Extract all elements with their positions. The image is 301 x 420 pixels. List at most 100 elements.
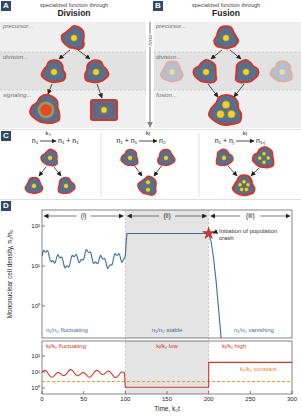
nucleus	[243, 69, 250, 76]
reaction-term: n₁	[32, 137, 38, 145]
axis-label: Time, k₀t	[154, 405, 180, 412]
cell-membrane	[121, 149, 138, 165]
panel-letter-text: A	[3, 1, 9, 10]
cell	[58, 177, 75, 193]
crash-star	[203, 227, 215, 238]
tick	[42, 356, 45, 357]
tick-label: 10¹	[31, 263, 40, 270]
nucleus	[93, 69, 100, 76]
curve-annotation: n₁/n₀ vanishing	[234, 327, 274, 334]
nucleus	[228, 110, 236, 118]
reaction-term: n₂	[159, 137, 166, 145]
nucleus	[262, 152, 266, 156]
panel-title: Division	[57, 9, 90, 18]
nucleus	[64, 184, 69, 189]
cell-membrane	[209, 95, 241, 125]
nucleus	[246, 183, 250, 187]
density-curve	[42, 233, 226, 338]
cell-membrane	[42, 60, 66, 82]
nucleus	[240, 187, 244, 191]
arrow	[139, 141, 157, 142]
phase-arrow	[175, 216, 207, 217]
row-band	[0, 52, 146, 90]
cell-membrane	[41, 149, 57, 166]
row-divider	[0, 52, 146, 53]
nucleus	[51, 69, 58, 76]
phase-arrow	[44, 216, 77, 217]
tick	[42, 266, 45, 267]
tick-label: 10⁰	[31, 303, 40, 310]
tick	[250, 391, 251, 394]
cell	[41, 149, 57, 166]
panel-letter: D	[1, 201, 11, 211]
tick-label: 10²	[31, 353, 40, 360]
panel-letter-text: D	[3, 201, 9, 210]
arrow	[78, 50, 90, 59]
panel-letter-text: B	[155, 1, 161, 10]
panel-divider	[0, 129, 301, 130]
cell-membrane	[85, 60, 109, 82]
cell-membrane	[216, 149, 233, 165]
cell	[138, 176, 156, 195]
nucleus	[258, 156, 262, 160]
cell	[121, 149, 138, 165]
cell-membrane	[138, 176, 156, 195]
stage-label: signaling...	[3, 92, 32, 99]
axis-label: Mononuclear cell density, n₁/n₀	[6, 230, 13, 319]
curve-annotation: kf/kₛ high	[222, 343, 246, 351]
cell	[25, 178, 43, 194]
nucleus	[128, 156, 133, 161]
panel-letter: B	[153, 1, 163, 11]
reaction-term: n₁ + n₁	[117, 137, 138, 145]
panel-title: specialized function through	[192, 2, 260, 8]
nucleus	[238, 183, 242, 187]
cell	[42, 60, 66, 82]
arrow	[48, 84, 52, 94]
tick-label: 0	[40, 396, 43, 403]
phase-label: (ii)	[163, 212, 170, 219]
cell-membrane	[158, 149, 175, 165]
tick	[208, 391, 209, 394]
tick-label: 100	[120, 396, 130, 403]
tick-label: 300	[287, 396, 297, 403]
cell	[194, 60, 217, 83]
cell-membrane	[91, 100, 117, 120]
row-band	[154, 52, 301, 90]
nucleus	[32, 184, 37, 189]
row-divider	[154, 52, 301, 53]
nucleus	[101, 107, 107, 113]
panel-divider	[0, 199, 301, 200]
cell-membrane	[58, 177, 75, 193]
tick	[125, 391, 126, 394]
tick-label: 250	[245, 396, 255, 403]
cell-membrane	[214, 26, 238, 48]
row-divider	[0, 90, 146, 91]
tick	[42, 226, 45, 227]
tick-label: 200	[204, 396, 214, 403]
arrow	[39, 167, 46, 176]
cell-membrane	[25, 178, 43, 194]
cell-membrane	[194, 60, 217, 83]
cell-membrane	[253, 147, 274, 167]
nucleus	[222, 101, 230, 109]
arrow	[236, 141, 254, 142]
leader-arrow	[213, 232, 217, 234]
reaction-term: n₁₊ⱼ	[256, 137, 265, 145]
nucleus	[164, 156, 169, 161]
row-band	[154, 22, 301, 52]
cell	[158, 149, 175, 165]
panel-divider	[199, 133, 200, 197]
panel-letter: C	[1, 131, 11, 141]
row-band	[154, 90, 301, 128]
cell	[62, 26, 84, 49]
plot-frame	[42, 341, 292, 394]
arrow	[54, 167, 61, 176]
constant-rate-line	[42, 381, 292, 382]
arrow	[211, 50, 222, 59]
tick-label: 50	[80, 396, 87, 403]
cell-membrane	[233, 175, 255, 195]
stage-label: division...	[156, 54, 181, 61]
phase-label: (iii)	[246, 212, 255, 219]
nucleus	[266, 156, 270, 160]
